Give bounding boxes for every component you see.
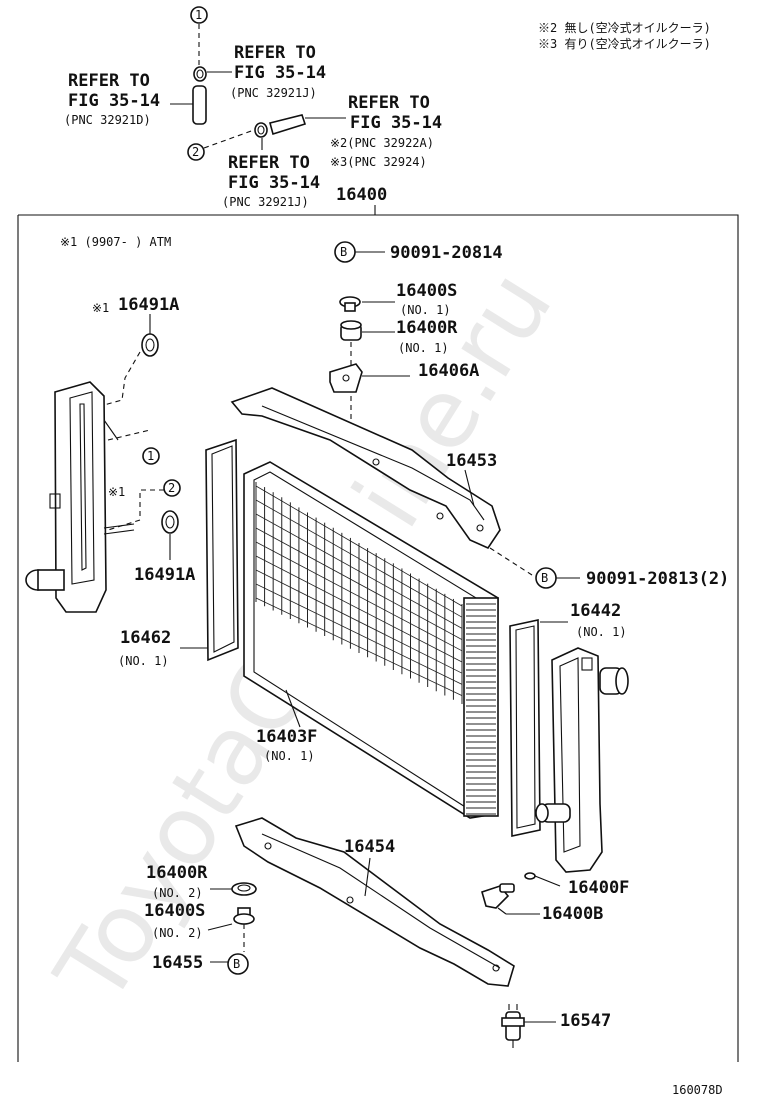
part-16400R-no1-sub: (NO. 1)	[398, 341, 449, 355]
part-16400S-no2-label: 16400S	[144, 901, 205, 921]
drain-cock-plug	[481, 883, 515, 909]
core-tube-line	[255, 527, 463, 640]
part-16462-label: 16462	[120, 628, 171, 648]
hose-short-vertical	[192, 85, 207, 125]
svg-text:REFER TO: REFER TO	[228, 153, 310, 173]
core-tube-line	[255, 541, 463, 652]
star1-mark-top: ※1	[92, 301, 109, 315]
core-tube-line	[255, 569, 463, 674]
core-tube-line	[255, 499, 463, 618]
svg-text:REFER TO: REFER TO	[68, 71, 150, 91]
part-16400-label: 16400	[336, 185, 387, 205]
part-16400R-no2-label: 16400R	[146, 863, 208, 883]
svg-text:(PNC 32921J): (PNC 32921J)	[230, 86, 317, 100]
note-atm: ※1 (9907- ) ATM	[60, 235, 171, 249]
part-16403F-label: 16403F	[256, 727, 317, 747]
callout-2-top: 2	[187, 143, 205, 161]
svg-text:FIG 35-14: FIG 35-14	[228, 173, 320, 193]
radiator-switch	[501, 1004, 525, 1048]
svg-text:REFER TO: REFER TO	[348, 93, 430, 113]
radiator-cushion-no1	[340, 320, 362, 341]
hose-clip-top	[193, 66, 207, 82]
refer-fig-label-1: REFER TO FIG 35-14 (PNC 32921J)	[230, 43, 326, 100]
svg-text:2: 2	[192, 145, 199, 159]
svg-text:(PNC 32921J): (PNC 32921J)	[222, 195, 309, 209]
refer-fig-label-3: REFER TO FIG 35-14 ※2(PNC 32922A) ※3(PNC…	[330, 93, 442, 169]
svg-text:B: B	[340, 245, 347, 259]
star1-mark-mid: ※1	[108, 485, 125, 499]
part-16491A-bottom-label: 16491A	[134, 565, 195, 585]
left-tank-seal	[205, 438, 239, 662]
svg-text:B: B	[233, 957, 240, 971]
lower-radiator-support	[234, 817, 515, 987]
part-16442-label: 16442	[570, 601, 621, 621]
right-tank-seal	[509, 619, 541, 837]
part-16400B-label: 16400B	[542, 904, 603, 924]
part-16455-label: 16455	[152, 953, 203, 973]
svg-text:1: 1	[195, 8, 202, 22]
refer-fig-label-4: REFER TO FIG 35-14 (PNC 32921J)	[222, 153, 320, 209]
radiator-support-bolt-no2	[233, 907, 255, 925]
hose-diagonal	[269, 114, 307, 136]
part-16406A-label: 16406A	[418, 361, 479, 381]
svg-text:B: B	[541, 571, 548, 585]
radiator-cushion-no2	[231, 882, 257, 896]
o-ring-top	[141, 333, 159, 357]
upper-radiator-support	[230, 387, 501, 550]
callout-b-bottom: B	[227, 953, 249, 975]
core-tube-line	[255, 583, 463, 685]
radiator-core-tank-ribs	[466, 603, 496, 815]
o-ring-bottom	[161, 510, 179, 534]
right-radiator-tank	[535, 647, 629, 873]
svg-text:FIG 35-14: FIG 35-14	[68, 91, 160, 111]
callout-1-top: 1	[190, 6, 208, 24]
part-90091-20813-label: 90091-20813(2)	[586, 569, 729, 589]
core-tube-line	[255, 555, 463, 663]
part-16400R-no1-label: 16400R	[396, 318, 458, 338]
callout-1-left: 1	[142, 447, 160, 465]
part-16491A-top-label: 16491A	[118, 295, 179, 315]
core-tube-line	[255, 485, 463, 607]
part-90091-20814-label: 90091-20814	[390, 243, 503, 263]
radiator-support-bolt-no1	[339, 296, 361, 312]
callout-b-right: B	[535, 567, 557, 589]
core-tube-line	[255, 597, 463, 696]
svg-text:FIG 35-14: FIG 35-14	[234, 63, 326, 83]
callout-b-top: B	[334, 241, 356, 263]
part-16454-label: 16454	[344, 837, 395, 857]
svg-text:2: 2	[168, 481, 175, 495]
radiator-support-bracket	[329, 363, 363, 393]
svg-text:※2(PNC 32922A): ※2(PNC 32922A)	[330, 136, 434, 150]
part-16400S-no1-label: 16400S	[396, 281, 457, 301]
part-16400R-no2-sub: (NO. 2)	[152, 886, 203, 900]
refer-fig-label-2: REFER TO FIG 35-14 (PNC 32921D)	[64, 71, 160, 127]
figure-code: 160078D	[672, 1083, 723, 1097]
svg-text:REFER TO: REFER TO	[234, 43, 316, 63]
part-16462-sub: (NO. 1)	[118, 654, 169, 668]
svg-text:FIG 35-14: FIG 35-14	[350, 113, 442, 133]
radiator-core-fins	[255, 482, 463, 704]
part-16403F-sub: (NO. 1)	[264, 749, 315, 763]
core-tube-line	[255, 513, 463, 629]
callout-2-left: 2	[163, 479, 181, 497]
hose-clip-diagonal	[254, 122, 268, 138]
part-16453-label: 16453	[446, 451, 497, 471]
radiator-core	[243, 461, 499, 819]
drain-o-ring	[524, 872, 536, 880]
svg-text:※3(PNC 32924): ※3(PNC 32924)	[330, 155, 427, 169]
note-no-oil-cooler: ※2 無し(空冷式オイルクーラ)	[538, 20, 711, 35]
assembly-frame	[18, 214, 739, 1062]
left-radiator-tank	[25, 381, 119, 613]
svg-text:1: 1	[147, 449, 154, 463]
part-16400S-no2-sub: (NO. 2)	[152, 926, 203, 940]
part-16400S-no1-sub: (NO. 1)	[400, 303, 451, 317]
note-with-oil-cooler: ※3 有り(空冷式オイルクーラ)	[538, 37, 711, 51]
svg-text:(PNC 32921D): (PNC 32921D)	[64, 113, 151, 127]
part-16547-label: 16547	[560, 1011, 611, 1031]
part-16400F-label: 16400F	[568, 878, 629, 898]
part-16442-sub: (NO. 1)	[576, 625, 627, 639]
